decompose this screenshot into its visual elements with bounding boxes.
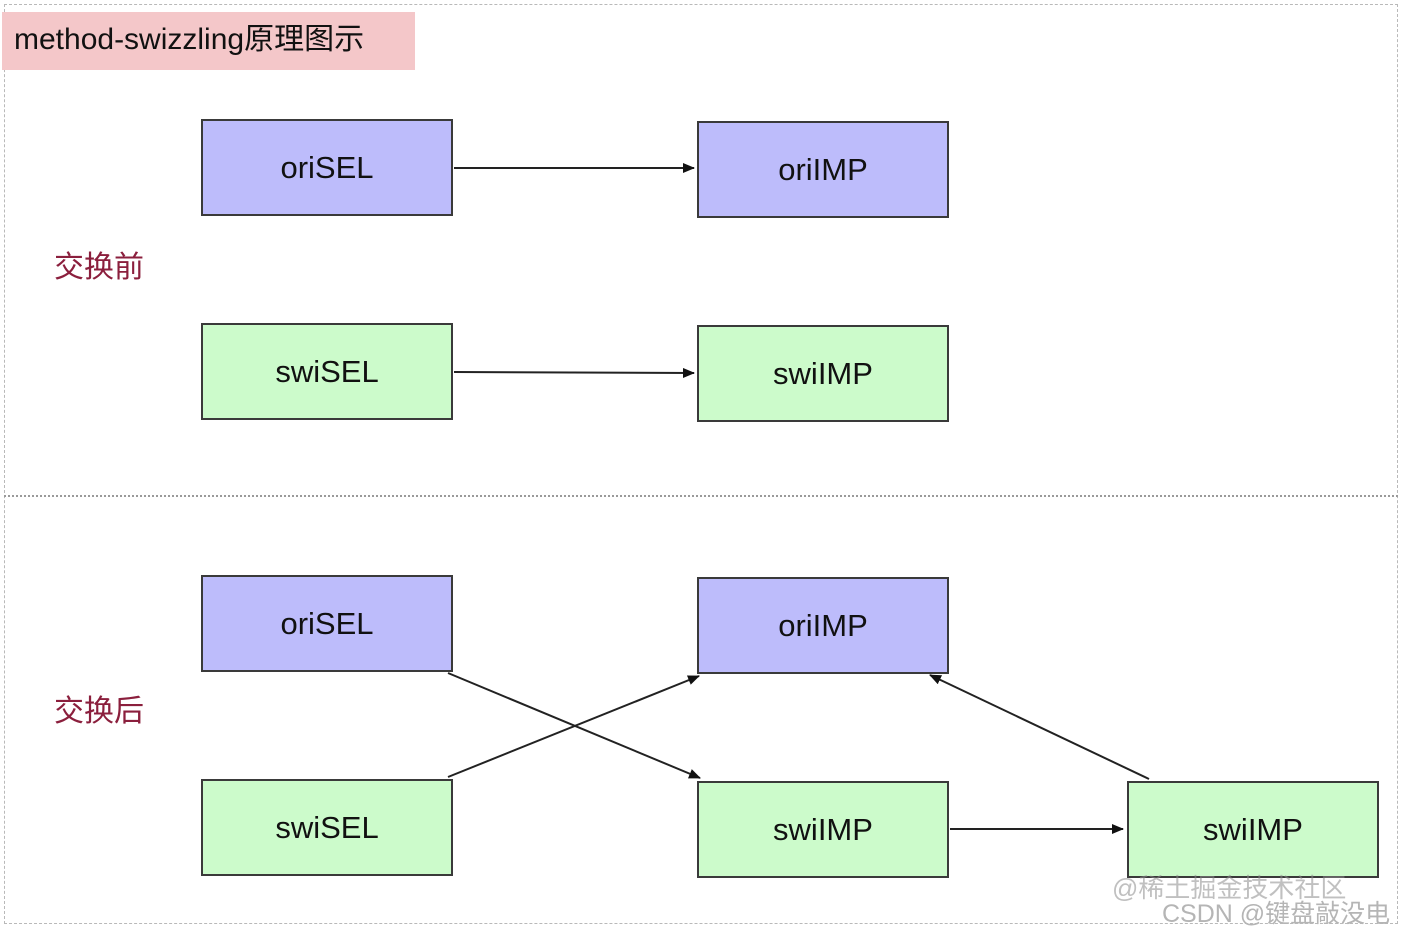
before-oriimp-box: oriIMP <box>697 121 949 218</box>
watermark-text: @稀土掘金技术社区 <box>1112 873 1347 903</box>
diagram-title: method-swizzling原理图示 <box>2 12 415 70</box>
after-swisel-box: swiSEL <box>201 779 453 876</box>
after-orisel-box: oriSEL <box>201 575 453 672</box>
arrow-after-swiimp2-to-oriimp <box>929 674 1150 780</box>
credit-text: CSDN @键盘敲没电 <box>1162 900 1391 928</box>
arrow-before-swi <box>453 367 695 378</box>
before-label: 交换前 <box>54 251 144 284</box>
before-orisel-box: oriSEL <box>201 119 453 216</box>
diagram-frame <box>4 4 1398 924</box>
after-oriimp-box: oriIMP <box>697 577 949 674</box>
before-swiimp-box: swiIMP <box>697 325 949 422</box>
after-swiimp2-box: swiIMP <box>1127 781 1379 878</box>
after-swiimp-box: swiIMP <box>697 781 949 878</box>
section-divider <box>4 495 1398 497</box>
after-label: 交换后 <box>54 695 144 728</box>
before-swisel-box: swiSEL <box>201 323 453 420</box>
arrow-after-swisel-to-oriimp <box>447 675 700 778</box>
